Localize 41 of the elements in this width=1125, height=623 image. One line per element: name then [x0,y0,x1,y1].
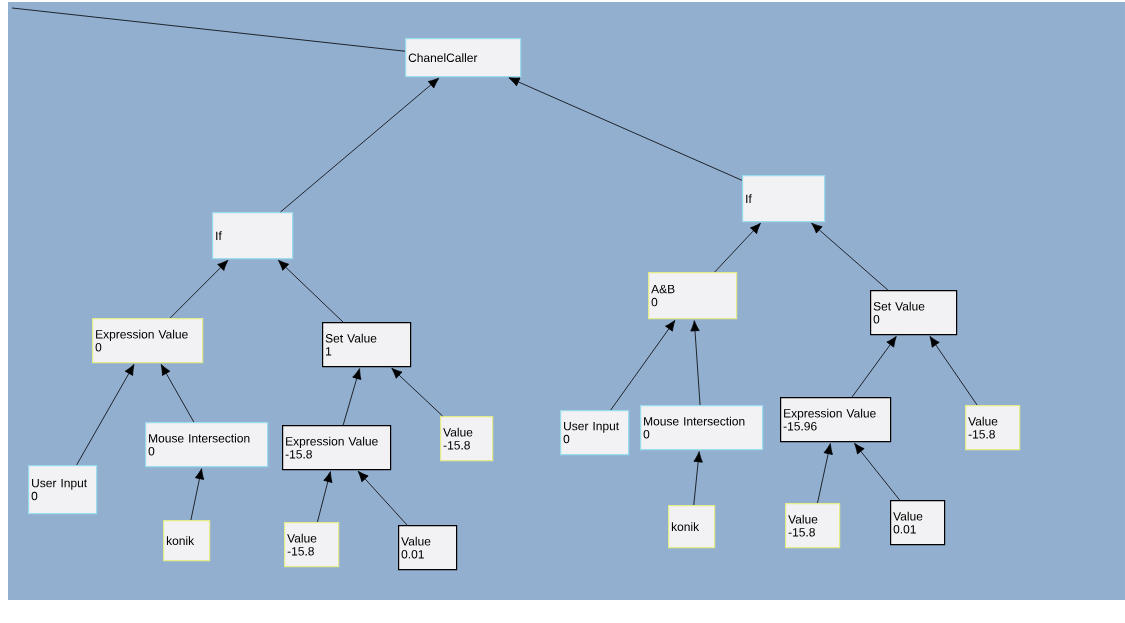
block-box: A&B 0 [648,272,738,320]
connector-arrow [851,336,897,398]
connector-arrow [357,470,408,526]
connector-arrow [76,364,135,466]
block-box: User Input 0 [28,465,98,515]
block-box: If [742,175,826,223]
block-box: Set Value 1 [322,322,412,368]
connector-arrow [280,77,440,213]
block-box: Value 0.01 [398,525,458,571]
connector-arrow [929,336,978,406]
connector-arrow [610,320,676,411]
block-box: ChanelCaller [405,38,522,78]
connector-arrow [277,259,344,323]
block-box: Value -15.8 [785,503,841,549]
connector-arrow [190,468,205,521]
connector-arrow [811,222,889,291]
block-box: Value -15.8 [965,405,1021,451]
connector-arrow [160,364,195,423]
connector-arrow [508,77,743,181]
connector-arrow [342,368,362,426]
block-box: If [212,212,294,260]
connector-arrow [854,442,900,501]
block-box: User Input 0 [560,410,630,456]
connector-arrow [690,320,701,406]
connector-arrow [169,259,229,319]
block-box: konik [668,505,716,549]
connector-arrow [817,443,833,504]
block-box: Expression Value -15.8 [282,425,392,471]
block-box: Expression Value -15.96 [780,397,892,443]
block-box: Value -15.8 [440,416,494,462]
connector-arrow [391,367,443,417]
block-box: Mouse Intersection 0 [145,422,269,468]
block-box: Value 0.01 [890,500,946,546]
connector-arrow [714,222,761,273]
block-box: konik [163,520,211,562]
connector-arrow [317,471,333,523]
block-box: Value -15.8 [284,522,340,568]
block-box: Set Value 0 [870,290,958,336]
block-box: Mouse Intersection 0 [640,405,764,451]
block-box: Expression Value 0 [92,318,204,364]
connector-arrow [693,451,703,506]
